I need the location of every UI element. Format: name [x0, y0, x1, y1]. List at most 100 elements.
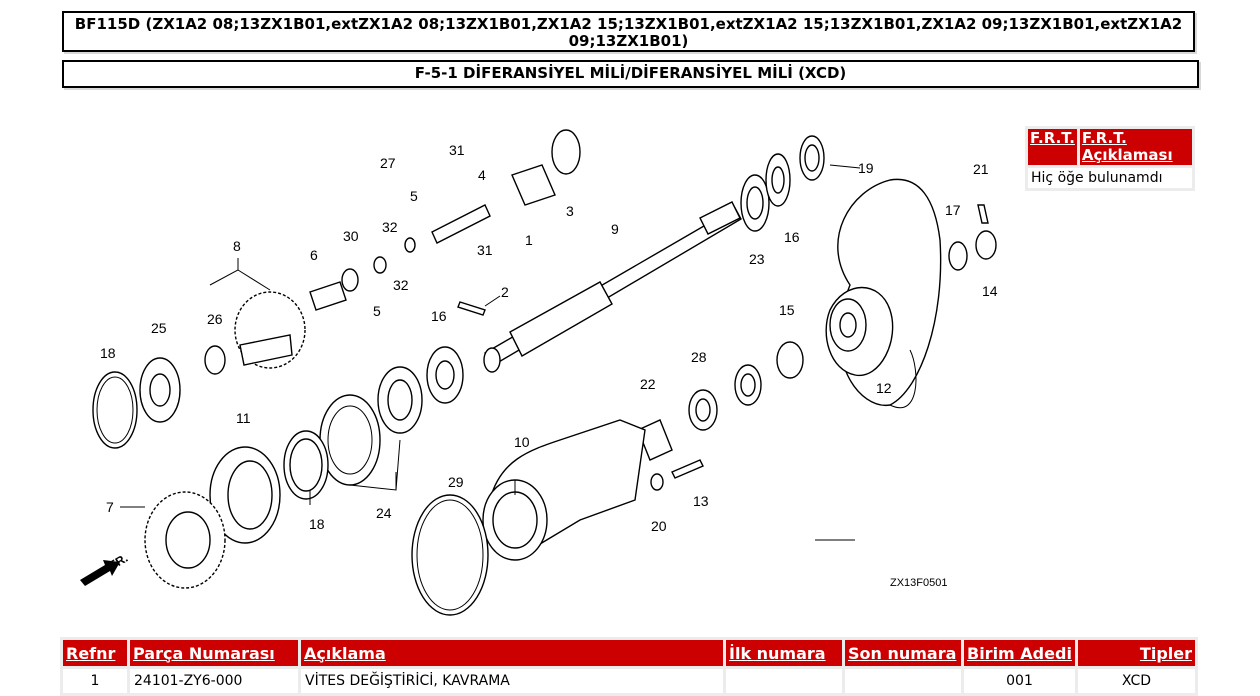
parts-table: Refnr Parça Numarası Açıklama İlk numara… — [60, 637, 1198, 696]
svg-text:27: 27 — [380, 155, 396, 171]
seal-hole — [740, 373, 756, 397]
col-refnr[interactable]: Refnr — [63, 640, 127, 666]
bevel-gear-hub — [165, 511, 211, 569]
svg-text:3: 3 — [566, 203, 574, 219]
svg-text:11: 11 — [236, 410, 251, 426]
svg-text:17: 17 — [945, 202, 961, 218]
col-description[interactable]: Açıklama — [301, 640, 723, 666]
o-ring-part — [92, 371, 138, 449]
svg-text:13: 13 — [693, 493, 709, 509]
svg-text:5: 5 — [373, 303, 381, 319]
frt-table: F.R.T. F.R.T. Açıklaması Hiç öğe bulunam… — [1025, 126, 1195, 191]
svg-text:18: 18 — [100, 345, 116, 361]
svg-text:4: 4 — [478, 167, 486, 183]
col-part-number[interactable]: Parça Numarası — [130, 640, 298, 666]
svg-text:9: 9 — [611, 221, 619, 237]
section-title: F-5-1 DİFERANSİYEL MİLİ/DİFERANSİYEL MİL… — [62, 60, 1199, 88]
svg-text:28: 28 — [691, 349, 707, 365]
model-title: BF115D (ZX1A2 08;13ZX1B01,extZX1A2 08;13… — [62, 11, 1195, 52]
svg-text:20: 20 — [651, 518, 667, 534]
ring-part — [341, 268, 359, 292]
pin-part — [457, 301, 486, 316]
row-refnr: 1 — [63, 669, 127, 693]
row-first-number — [726, 669, 842, 693]
svg-text:21: 21 — [973, 161, 989, 177]
svg-text:30: 30 — [343, 228, 359, 244]
frt-empty-message: Hiç öğe bulunamdı — [1028, 168, 1192, 188]
svg-text:25: 25 — [151, 320, 167, 336]
svg-text:7: 7 — [106, 499, 114, 515]
diagram-code: ZX13F0501 — [890, 577, 947, 589]
svg-text:31: 31 — [449, 142, 465, 158]
col-unit-qty[interactable]: Birim Adedi — [964, 640, 1075, 666]
svg-text:12: 12 — [876, 380, 892, 396]
table-row[interactable]: 1 24101-ZY6-000 VİTES DEĞİŞTİRİCİ, KAVRA… — [63, 669, 1195, 693]
spacer-part — [776, 341, 804, 379]
svg-text:1: 1 — [525, 232, 533, 248]
shim-hole — [289, 438, 323, 492]
clutch-part — [511, 164, 556, 206]
svg-text:15: 15 — [779, 302, 795, 318]
washer-part — [948, 241, 968, 271]
col-first-number[interactable]: İlk numara — [726, 640, 842, 666]
shaft-part — [483, 201, 742, 373]
washer-hole — [771, 166, 785, 194]
o-ring-inner — [96, 376, 134, 444]
cotter-pin-part — [977, 204, 989, 224]
bearing-part — [740, 174, 770, 232]
shift-shaft-part — [309, 281, 347, 311]
svg-text:23: 23 — [749, 251, 765, 267]
washer-hole — [804, 144, 820, 172]
svg-text:14: 14 — [982, 283, 998, 299]
bearing-hole — [149, 373, 171, 407]
svg-text:6: 6 — [310, 247, 318, 263]
svg-text:31: 31 — [477, 242, 493, 258]
spacer-hole — [227, 460, 273, 530]
svg-text:18: 18 — [309, 516, 325, 532]
gear-shaft — [239, 334, 293, 366]
svg-text:32: 32 — [382, 219, 398, 235]
bearing-part — [204, 345, 226, 375]
svg-text:24: 24 — [376, 505, 392, 521]
svg-text:16: 16 — [431, 308, 447, 324]
bolt-part — [671, 459, 704, 479]
col-types[interactable]: Tipler — [1078, 640, 1195, 666]
propeller-part — [825, 178, 942, 409]
svg-text:5: 5 — [410, 188, 418, 204]
race-part — [319, 394, 381, 486]
housing-part — [482, 419, 646, 561]
leader-lines — [120, 164, 861, 541]
frt-description-header[interactable]: F.R.T. Açıklaması — [1079, 129, 1192, 165]
svg-text:16: 16 — [784, 229, 800, 245]
row-types: XCD — [1078, 669, 1195, 693]
svg-text:19: 19 — [858, 160, 874, 176]
svg-text:29: 29 — [448, 474, 464, 490]
nut-part — [975, 230, 997, 260]
seal-hole — [695, 398, 711, 422]
needle-bearing-part — [637, 419, 673, 461]
row-description: VİTES DEĞİŞTİRİCİ, KAVRAMA — [301, 669, 723, 693]
svg-text:22: 22 — [640, 376, 656, 392]
svg-text:32: 32 — [393, 277, 409, 293]
roller-bearing-hole — [387, 379, 413, 421]
ring-part — [551, 129, 581, 175]
svg-text:10: 10 — [514, 434, 530, 450]
spring-part — [404, 237, 416, 253]
row-last-number — [845, 669, 961, 693]
shifter-pin-part — [431, 204, 491, 244]
o-ring-inner — [416, 499, 484, 611]
frt-header[interactable]: F.R.T. — [1028, 129, 1077, 165]
row-part-number: 24101-ZY6-000 — [130, 669, 298, 693]
svg-text:26: 26 — [207, 311, 223, 327]
washer-hole — [435, 360, 455, 390]
washer-part — [650, 473, 664, 491]
spring-part — [373, 256, 387, 274]
row-unit-qty: 001 — [964, 669, 1075, 693]
col-last-number[interactable]: Son numara — [845, 640, 961, 666]
svg-text:8: 8 — [233, 238, 241, 254]
race-inner — [327, 405, 373, 475]
front-arrow-icon — [80, 560, 120, 586]
o-ring-part — [411, 494, 489, 616]
